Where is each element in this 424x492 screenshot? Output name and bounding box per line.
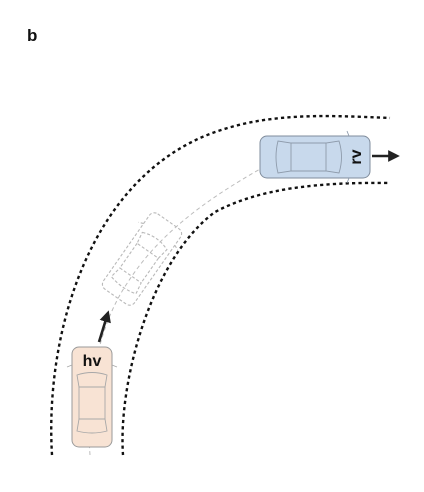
road-outer-edge <box>50 114 391 456</box>
road-inner-edge <box>121 181 391 456</box>
host-vehicle: hv <box>66 346 118 448</box>
up-arrow-icon <box>97 310 111 343</box>
remote-vehicle: rv <box>259 130 371 184</box>
panel-label: b <box>27 26 38 45</box>
trajectory-path <box>88 167 263 456</box>
remote-vehicle-label: rv <box>348 149 365 164</box>
host-vehicle-body <box>71 346 113 448</box>
host-vehicle-label: hv <box>83 353 102 370</box>
remote-vehicle-body <box>259 135 371 179</box>
